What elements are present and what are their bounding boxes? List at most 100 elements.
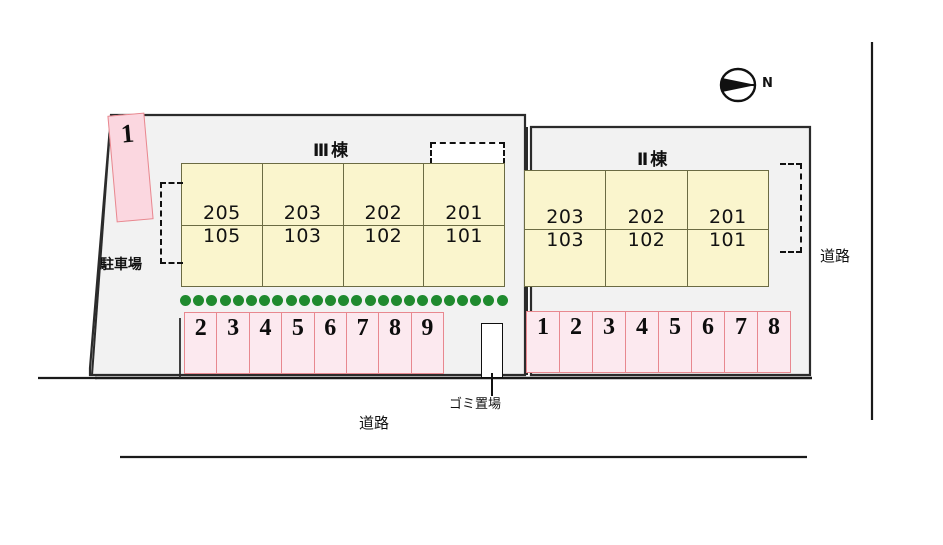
building-3-entrance-marker	[430, 142, 505, 164]
parking-stall[interactable]: 3	[593, 312, 626, 372]
parking-stall[interactable]: 5	[282, 313, 315, 373]
building-2-title: Ⅱ棟	[637, 150, 670, 170]
shrub-icon	[232, 294, 244, 306]
parking-stall[interactable]: 1	[527, 312, 560, 372]
unit-cell-lower[interactable]: 103	[525, 230, 605, 287]
shrub-icon	[483, 294, 495, 306]
unit-cell-lower[interactable]: 102	[606, 230, 686, 287]
parking-stall[interactable]: 5	[659, 312, 692, 372]
shrub-icon	[206, 294, 218, 306]
lot-inner-slant-line	[91, 114, 112, 376]
trash-enclosure-label: ゴミ置場	[449, 397, 502, 412]
unit-cell-lower[interactable]: 103	[263, 226, 343, 286]
parking-stall-1-tilted[interactable]: 1	[107, 112, 154, 223]
parking-leader-bracket	[160, 182, 183, 264]
unit-cell-upper[interactable]: 202	[606, 171, 687, 230]
unit-cell-upper[interactable]: 202	[343, 164, 424, 226]
trash-leader-line	[491, 373, 493, 396]
unit-cell-lower[interactable]: 101	[688, 230, 768, 287]
unit-column: 202 102	[343, 164, 425, 286]
shrub-icon	[259, 294, 271, 306]
parking-stall[interactable]: 4	[626, 312, 659, 372]
shrub-icon	[391, 294, 402, 306]
parking-stall-number: 1	[119, 118, 136, 149]
unit-cell-upper[interactable]: 201	[424, 164, 504, 226]
unit-number: 105	[202, 225, 241, 247]
unit-cell-lower[interactable]: 101	[424, 226, 504, 286]
parking-stall[interactable]: 8	[758, 312, 790, 372]
parking-stall[interactable]: 6	[315, 313, 347, 373]
unit-column: 203 103	[525, 171, 607, 287]
compass-north-arrow-icon	[719, 67, 757, 103]
parking-stall[interactable]: 6	[692, 312, 725, 372]
road-label-bottom: 道路	[359, 414, 390, 432]
parking-stall-number: 1	[537, 314, 549, 340]
shrub-icon	[377, 294, 389, 306]
parking-stall[interactable]: 7	[347, 313, 380, 373]
unit-cell-upper[interactable]: 203	[262, 164, 343, 226]
trash-enclosure-box[interactable]	[481, 323, 503, 378]
shrub-icon	[417, 294, 429, 306]
parking-stall[interactable]: 8	[379, 313, 412, 373]
compass-north-label: N	[762, 76, 773, 91]
parking-area-label: 駐車場	[100, 257, 142, 273]
shrub-icon	[311, 294, 323, 306]
shrub-icon	[180, 294, 191, 306]
building-3-block: 205 105 203 103 202 102 201	[181, 163, 505, 287]
parking-stall-number: 2	[194, 315, 207, 341]
shrub-icon	[430, 294, 442, 306]
unit-column: 201 101	[424, 164, 504, 286]
building-2-block: 203 103 202 102 201 101	[524, 170, 769, 287]
building-2-entrance-bracket	[780, 163, 802, 253]
unit-cell-upper[interactable]: 201	[687, 171, 768, 230]
parking-stall-number: 9	[421, 315, 434, 341]
parking-stall-number: 6	[702, 314, 714, 340]
parking-stall[interactable]: 2	[560, 312, 593, 372]
parking-stall-number: 7	[356, 315, 369, 341]
unit-column: 202 102	[606, 171, 688, 287]
building-3-title: Ⅲ棟	[313, 141, 351, 161]
shrub-icon	[285, 294, 297, 306]
parking-stall[interactable]: 3	[217, 313, 250, 373]
parking-stall-number: 2	[570, 314, 582, 340]
unit-number: 203	[283, 202, 322, 224]
unit-number: 103	[283, 225, 322, 247]
parking-stall[interactable]: 9	[412, 313, 443, 373]
shrub-icon	[272, 294, 284, 306]
unit-cell-lower[interactable]: 105	[182, 226, 262, 286]
parking-stall-number: 4	[259, 315, 272, 341]
parking-stall-number: 4	[636, 314, 648, 340]
unit-number: 203	[546, 205, 585, 228]
unit-cell-upper[interactable]: 205	[182, 164, 262, 226]
parking-stall-number: 7	[735, 314, 747, 340]
unit-column: 201 101	[687, 171, 768, 287]
unit-column: 203 103	[262, 164, 344, 286]
shrub-icon	[325, 294, 337, 306]
parking-stall[interactable]: 4	[250, 313, 283, 373]
parking-stall[interactable]: 7	[725, 312, 758, 372]
compass-rose: N	[718, 66, 773, 109]
shrub-icon	[219, 294, 231, 306]
unit-cell-lower[interactable]: 102	[344, 226, 424, 286]
road-label-right: 道路	[820, 247, 851, 265]
parking-stall-number: 5	[669, 314, 681, 340]
unit-cell-upper[interactable]: 203	[525, 171, 606, 230]
shrub-icon	[443, 294, 455, 306]
shrub-icon	[245, 294, 257, 306]
parking-stall-number: 5	[291, 315, 304, 341]
unit-number: 201	[708, 205, 747, 228]
unit-number: 102	[627, 228, 666, 251]
shrub-icon	[456, 294, 468, 306]
unit-column: 205 105	[182, 164, 263, 286]
unit-number: 205	[202, 202, 241, 224]
parking-stall[interactable]: 2	[185, 313, 218, 373]
unit-number: 102	[364, 225, 403, 247]
parking-stall-number: 8	[388, 315, 401, 341]
shrub-icon	[193, 294, 205, 306]
unit-number: 101	[708, 228, 747, 251]
parking-stall-number: 6	[324, 315, 337, 341]
parking-stall-number: 3	[227, 315, 240, 341]
unit-number: 103	[546, 228, 585, 251]
